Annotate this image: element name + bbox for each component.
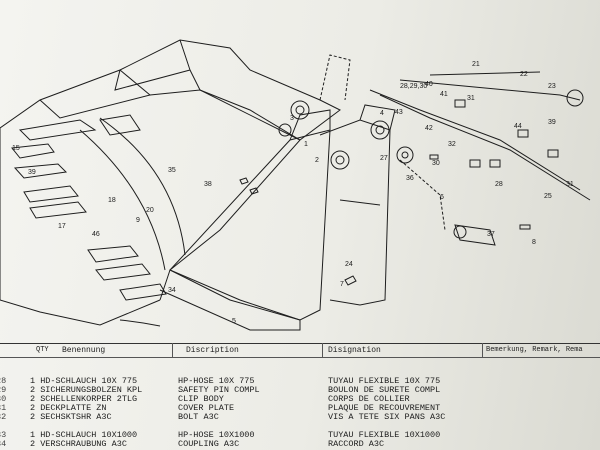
callout-7: 7 xyxy=(340,281,344,288)
callout-42: 42 xyxy=(425,125,433,132)
table-row: 31 2 DECKPLATTE ZN COVER PLATE PLAQUE DE… xyxy=(0,403,441,413)
callout-20: 20 xyxy=(146,207,154,214)
callout-8: 8 xyxy=(532,239,536,246)
callout-37: 37 xyxy=(487,231,495,238)
parts-list-table: QTY Benennung Discription Disignation Be… xyxy=(0,343,600,450)
callout-41: 41 xyxy=(440,91,448,98)
callout-24: 24 xyxy=(345,261,353,268)
callout-23: 23 xyxy=(548,83,556,90)
callout-39b: 39 xyxy=(28,169,36,176)
header-remark: Bemerkung, Remark, Rema xyxy=(486,346,583,354)
bucket-assembly-diagram: 1 2 3 34 5 4 40 21 22 23 28,29,30 41 31 … xyxy=(0,39,591,331)
callout-5: 5 xyxy=(232,318,236,325)
callout-31: 31 xyxy=(566,181,574,188)
callout-9: 9 xyxy=(136,217,140,224)
callout-15: 15 xyxy=(12,145,20,152)
callout-30: 30 xyxy=(432,160,440,167)
callout-2: 2 xyxy=(315,157,319,164)
callout-36: 36 xyxy=(406,175,414,182)
callout-6: 6 xyxy=(440,194,444,201)
side-plate-right xyxy=(319,119,391,306)
callout-28-29-30: 28,29,30 xyxy=(400,83,427,90)
callout-28: 28 xyxy=(495,181,503,188)
callout-43: 43 xyxy=(395,109,403,116)
callout-39: 39 xyxy=(548,119,556,126)
callout-32: 32 xyxy=(448,141,456,148)
header-designation: Disignation xyxy=(328,346,381,355)
cylinder-37 xyxy=(454,224,496,246)
callout-46: 46 xyxy=(92,231,100,238)
table-row: 30 2 SCHELLENKORPER 2TLG CLIP BODY CORPS… xyxy=(0,394,410,404)
hose-line xyxy=(369,89,581,191)
side-plate-left xyxy=(169,129,331,321)
bucket-teeth xyxy=(11,143,167,301)
callout-35: 35 xyxy=(168,167,176,174)
callout-40: 40 xyxy=(425,81,433,88)
bucket-bottom-plate xyxy=(159,269,301,331)
callout-3: 3 xyxy=(290,115,294,122)
callout-31a: 31 xyxy=(467,95,475,102)
callout-1: 1 xyxy=(304,141,308,148)
pin-boss-upper-left xyxy=(290,100,310,120)
callout-18: 18 xyxy=(108,197,116,204)
header-benennung: Benennung xyxy=(62,346,106,355)
callout-25: 25 xyxy=(544,193,552,200)
callout-21: 21 xyxy=(472,61,480,68)
table-row: 34 2 VERSCHRAUBUNG A3C COUPLING A3C RACC… xyxy=(0,439,385,449)
callout-4: 4 xyxy=(380,110,384,117)
callout-22: 22 xyxy=(520,71,528,78)
header-description: Discription xyxy=(186,346,239,355)
exploded-parts-drawing: 1 2 3 34 5 4 40 21 22 23 28,29,30 41 31 … xyxy=(0,39,591,331)
callout-34: 34 xyxy=(168,287,176,294)
bucket-shell xyxy=(0,39,341,301)
callout-44: 44 xyxy=(514,123,522,130)
table-row: 29 2 SICHERUNGSBOLZEN KPL SAFETY PIN COM… xyxy=(0,385,441,395)
table-row: 32 2 SECHSKTSHR A3C BOLT A3C VIS A TETE … xyxy=(0,412,446,422)
header-qty: QTY xyxy=(36,346,49,354)
callout-27: 27 xyxy=(380,155,388,162)
table-row: 33 1 HD-SCHLAUCH 10X1000 HP-HOSE 10X1000… xyxy=(0,430,441,440)
callout-17: 17 xyxy=(58,223,66,230)
table-row: 28 1 HD-SCHLAUCH 10X 775 HP-HOSE 10X 775… xyxy=(0,376,441,386)
callout-38: 38 xyxy=(204,181,212,188)
